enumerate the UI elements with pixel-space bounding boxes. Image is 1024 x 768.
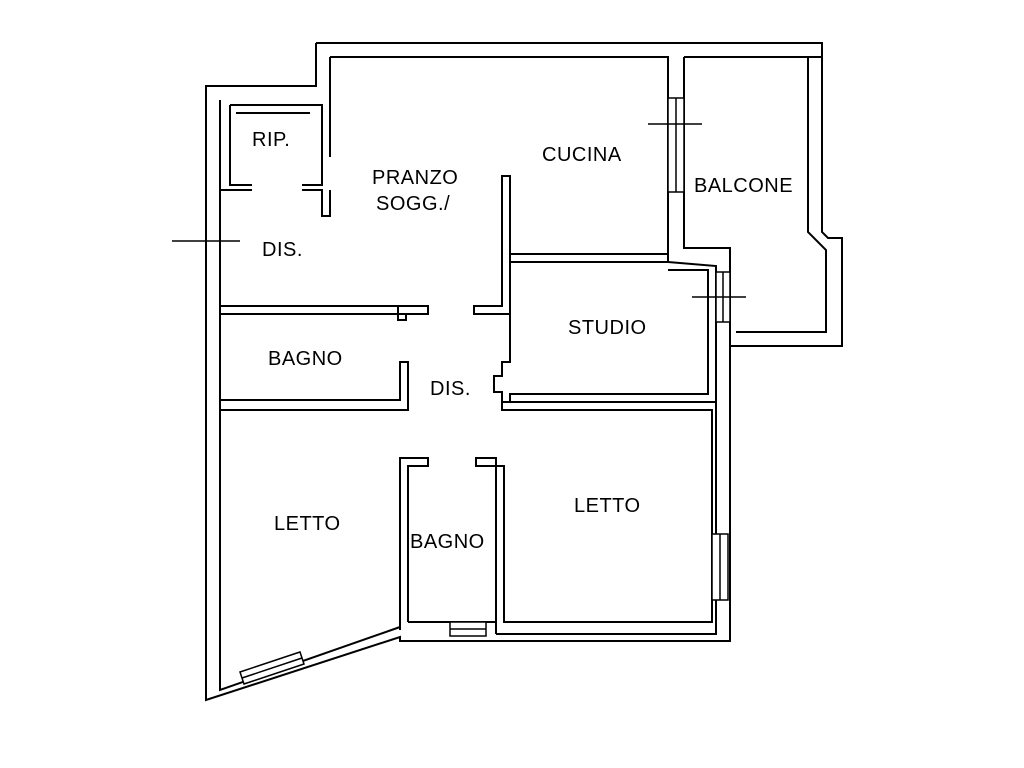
bagno-upper-walls (220, 361, 409, 411)
rip-walls (229, 104, 323, 186)
room-label-cucina: CUCINA (542, 144, 622, 166)
room-label-dis-center: DIS. (430, 378, 471, 400)
lower-walls (399, 401, 717, 635)
room-label-letto-right: LETTO (574, 495, 641, 517)
upper-interior-walls (220, 175, 511, 321)
room-label-dis-upper: DIS. (262, 239, 303, 261)
room-label-balcone: BALCONE (694, 175, 794, 197)
room-label-bagno-upper: BAGNO (268, 348, 343, 370)
room-label-pranzo: PRANZO (372, 167, 459, 189)
room-label-bagno-lower: BAGNO (410, 531, 485, 553)
room-label-soggiorno: SOGG./ (376, 193, 451, 215)
room-label-studio: STUDIO (568, 317, 647, 339)
room-label-letto-left: LETTO (274, 513, 341, 535)
section-marks (172, 123, 746, 298)
room-label-rip: RIP. (252, 129, 291, 151)
outer-walls (205, 42, 823, 702)
windows (239, 97, 731, 685)
